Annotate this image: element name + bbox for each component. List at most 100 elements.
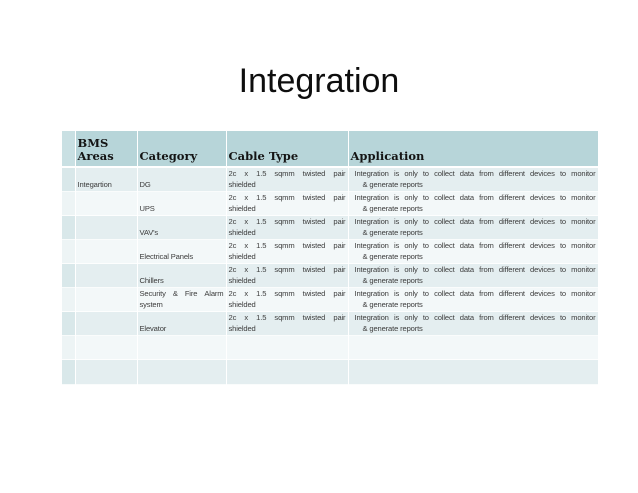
row-band-cell [62,287,76,312]
cell-line: & generate reports [362,227,423,237]
category-cell [137,335,227,360]
row-band-cell [62,359,76,385]
bms-integration-table: BMS Areas Category Cable Type Applicatio… [62,131,599,385]
cell-line: shielded [228,179,256,189]
bms-area-cell [75,311,138,336]
cell-line: & generate reports [362,275,423,285]
table-header-row: BMS Areas Category Cable Type Applicatio… [62,131,599,168]
cell-line: shielded [228,251,256,261]
category-cell: Electrical Panels [137,239,227,264]
cell-line: shielded [228,299,256,309]
bms-area-cell [75,335,138,360]
header-cell-application: Application [348,131,599,168]
bms-area-cell [75,263,138,288]
category-cell: UPS [137,191,227,216]
category-cell [137,359,227,385]
bms-area-cell: Integartion [75,167,138,192]
cell-line: shielded [228,323,256,333]
cell-line: shielded [228,275,256,285]
cell-line: VAV's [139,227,159,237]
cell-line: & generate reports [362,203,423,213]
row-band-cell [62,215,76,240]
application-cell [348,359,599,385]
cell-line: & generate reports [362,179,423,189]
row-band-cell [62,311,76,336]
header-cell-bms-areas: BMS Areas [75,131,138,168]
row-band-cell [62,263,76,288]
cell-line: shielded [228,203,256,213]
cable-type-cell [226,359,349,385]
header-cell-band [62,131,76,168]
cell-line: & generate reports [362,299,423,309]
category-cell: DG [137,167,227,192]
table-row [62,335,599,360]
cell-line: shielded [228,227,256,237]
bms-area-cell [75,359,138,385]
row-band-cell [62,167,76,192]
bms-area-cell [75,287,138,312]
header-cell-cable-type: Cable Type [226,131,349,168]
row-band-cell [62,335,76,360]
header-cell-category: Category [137,131,227,168]
cell-line: DG [139,179,151,189]
cell-line: system [139,299,163,309]
table-row [62,359,599,385]
cell-line: UPS [139,203,155,213]
bms-area-cell [75,215,138,240]
cell-line: & generate reports [362,323,423,333]
cell-line: & generate reports [362,251,423,261]
category-cell: Chillers [137,263,227,288]
category-cell: Elevator [137,311,227,336]
category-cell: VAV's [137,215,227,240]
row-band-cell [62,239,76,264]
cell-line: Elevator [139,323,167,333]
row-band-cell [62,191,76,216]
cable-type-cell [226,335,349,360]
bms-area-cell [75,239,138,264]
bms-area-cell [75,191,138,216]
cell-line: Chillers [139,275,164,285]
cell-line: Electrical Panels [139,251,194,261]
cell-line: Integartion [77,179,112,189]
application-cell [348,335,599,360]
slide-title: Integration [238,62,400,100]
